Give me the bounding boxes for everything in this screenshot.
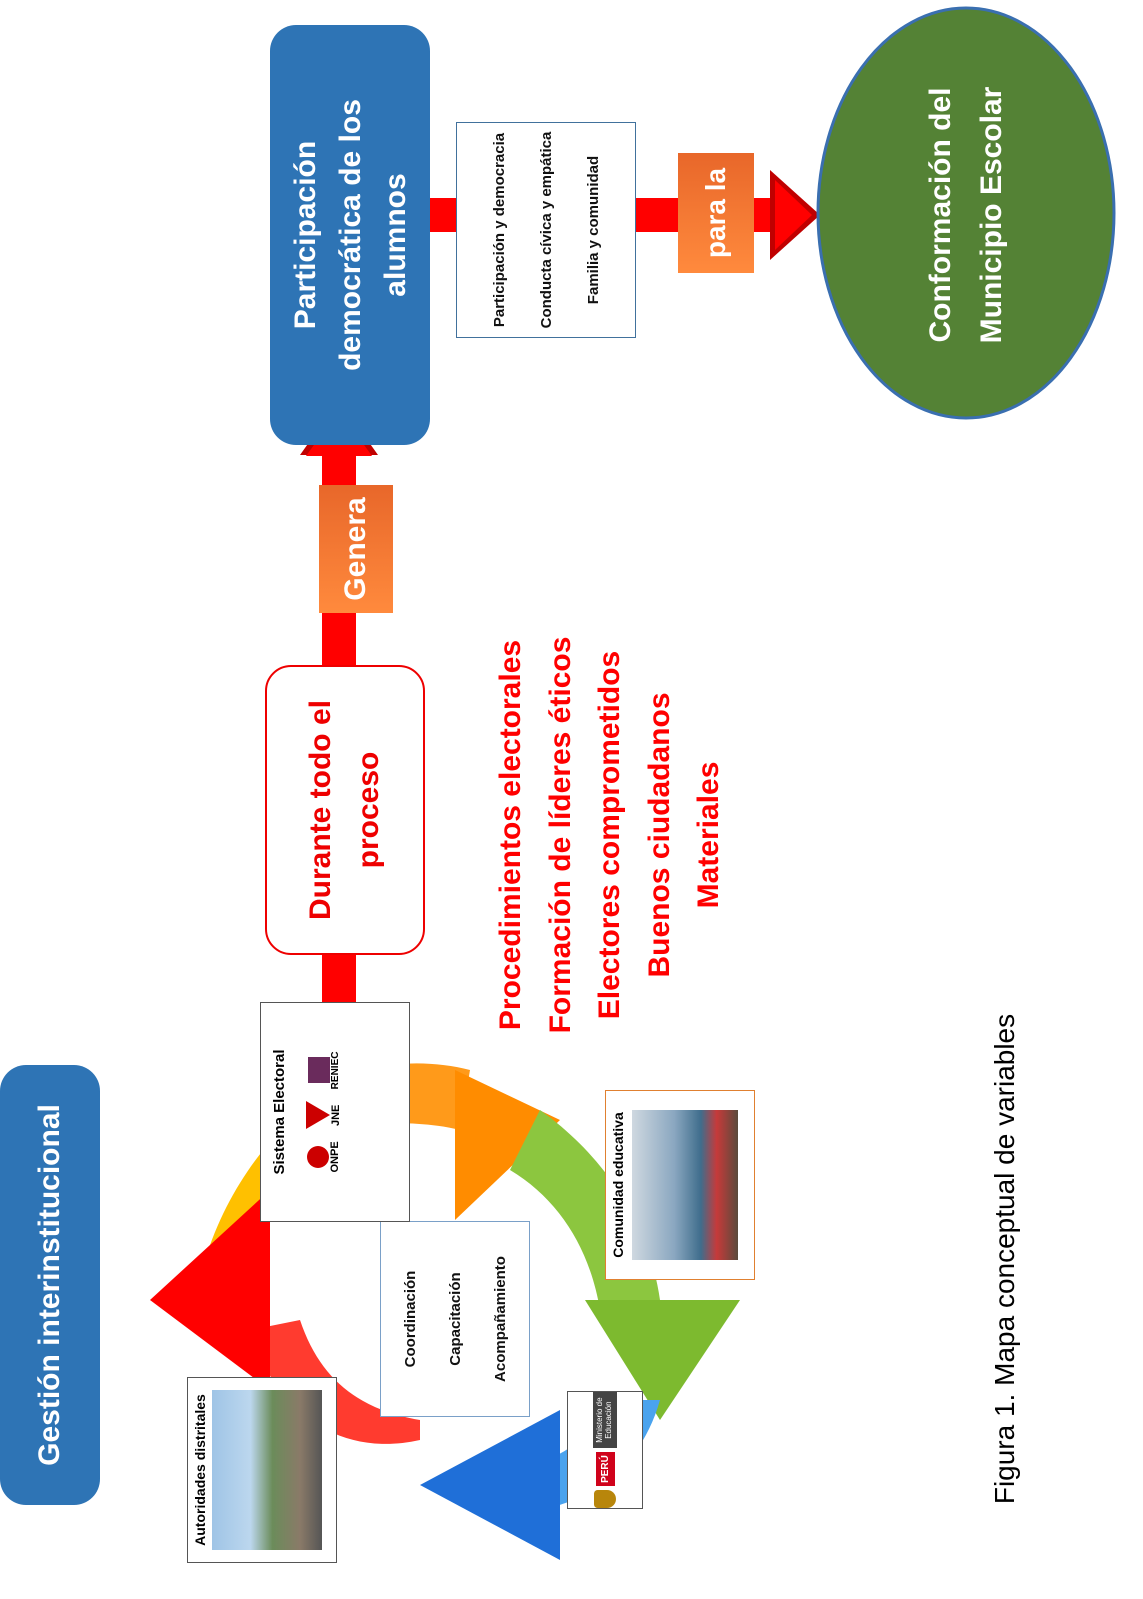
gestion-label: Gestión interinstitucional bbox=[0, 1065, 100, 1505]
cycle-arrowhead-red bbox=[150, 1190, 270, 1390]
autoridades-box: Autoridades distritales bbox=[187, 1377, 337, 1563]
comunidad-title: Comunidad educativa bbox=[610, 1112, 626, 1258]
comunidad-box: Comunidad educativa bbox=[605, 1090, 755, 1280]
peru-shield-icon bbox=[594, 1489, 616, 1508]
valores-box: Participación y democracia Conducta cívi… bbox=[456, 122, 636, 338]
municipio-ellipse bbox=[816, 6, 1116, 420]
genera-label: Genera bbox=[319, 485, 393, 613]
gestion-label-text: Gestión interinstitucional bbox=[33, 1104, 66, 1466]
red-list-item: Materiales bbox=[692, 761, 726, 909]
coordinacion-item: Capacitación bbox=[446, 1272, 464, 1366]
minedu-label: Ministerio de Educación bbox=[593, 1392, 617, 1449]
red-list-item: Electores comprometidos bbox=[593, 650, 627, 1020]
participacion-text: Participación democrática de los alumnos bbox=[288, 99, 412, 371]
onpe-logo-text: ONPE bbox=[329, 1141, 341, 1173]
red-list-item: Formación de líderes éticos bbox=[543, 636, 577, 1034]
red-list: Procedimientos electorales Formación de … bbox=[480, 605, 740, 1065]
comunidad-photo bbox=[632, 1110, 738, 1260]
red-list-item: Procedimientos electorales bbox=[494, 639, 528, 1031]
minedu-box: PERÚ Ministerio de Educación bbox=[567, 1391, 643, 1509]
valores-item: Familia y comunidad bbox=[584, 155, 602, 305]
participacion-box: Participación democrática de los alumnos bbox=[270, 25, 430, 445]
reniec-logo: RENIEC bbox=[307, 1051, 341, 1090]
coordinacion-item: Acompañamiento bbox=[491, 1256, 509, 1382]
sistema-electoral-logos: ONPE JNE RENIEC bbox=[306, 1052, 342, 1173]
para-la-text: para la bbox=[700, 167, 731, 259]
coordinacion-box: Coordinación Capacitación Acompañamiento bbox=[380, 1221, 530, 1417]
cycle-arrowhead-blue bbox=[420, 1410, 560, 1560]
sistema-electoral-box: Sistema Electoral ONPE JNE RENIEC bbox=[260, 1002, 410, 1222]
para-la-label: para la bbox=[678, 153, 754, 273]
figure-caption-text: Figura 1. Mapa conceptual de variables bbox=[989, 1013, 1020, 1505]
sistema-electoral-title: Sistema Electoral bbox=[271, 1049, 288, 1175]
valores-item: Participación y democracia bbox=[490, 132, 508, 328]
ellipse-text-wrap: Conformación del Municipio Escolar bbox=[891, 65, 1041, 365]
autoridades-title: Autoridades distritales bbox=[192, 1394, 208, 1546]
durante-text: Durante todo el proceso bbox=[304, 700, 385, 921]
red-list-item: Buenos ciudadanos bbox=[642, 692, 676, 978]
cycle-arrowhead-green bbox=[585, 1300, 740, 1420]
durante-box: Durante todo el proceso bbox=[265, 665, 425, 955]
jne-logo: JNE bbox=[306, 1101, 342, 1130]
reniec-logo-text: RENIEC bbox=[329, 1051, 341, 1090]
jne-logo-text: JNE bbox=[330, 1104, 342, 1127]
onpe-logo: ONPE bbox=[307, 1141, 341, 1173]
peru-label: PERÚ bbox=[595, 1452, 615, 1486]
coordinacion-item: Coordinación bbox=[401, 1270, 419, 1368]
valores-item: Conducta cívica y empática bbox=[537, 131, 555, 329]
autoridades-photo bbox=[212, 1390, 322, 1550]
figure-caption: Figura 1. Mapa conceptual de variables bbox=[980, 959, 1030, 1559]
cycle-arrowhead-orange bbox=[455, 1070, 560, 1220]
genera-text: Genera bbox=[339, 497, 372, 601]
ellipse-text: Conformación del Municipio Escolar bbox=[924, 86, 1008, 344]
